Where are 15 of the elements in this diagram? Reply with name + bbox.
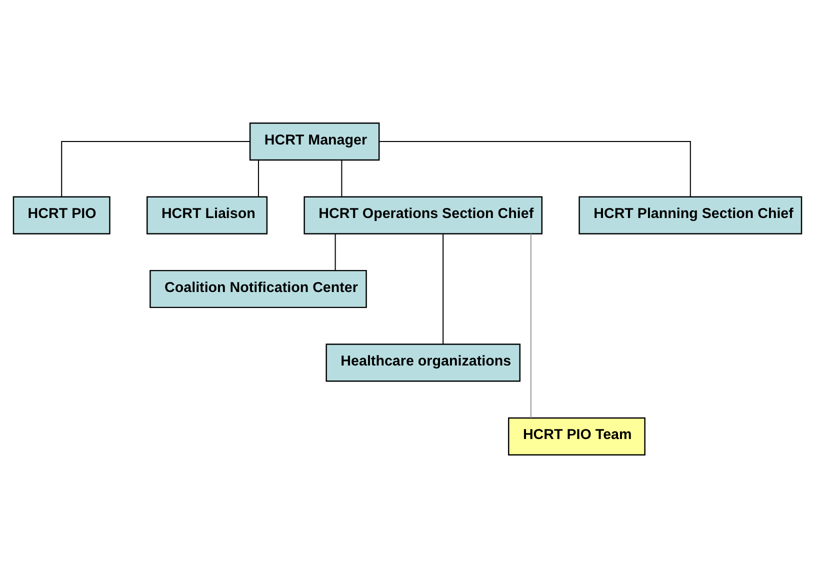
node-box: HCRT Operations Section Chief [303, 196, 542, 234]
connector [378, 141, 690, 197]
node-box: HCRT PIO Team [508, 417, 645, 456]
node-box: HCRT Manager [248, 122, 380, 161]
node-box: Coalition Notification Center [149, 270, 366, 308]
connector [257, 160, 258, 196]
connector [340, 160, 342, 196]
connector [334, 234, 336, 270]
node-box: Healthcare organizations [325, 344, 520, 382]
node-box: HCRT PIO [12, 196, 110, 234]
node-box: HCRT Liaison [146, 196, 268, 234]
connector [60, 141, 250, 197]
connector [442, 234, 444, 344]
connector [530, 234, 531, 418]
node-box: HCRT Planning Section Chief [578, 196, 802, 234]
